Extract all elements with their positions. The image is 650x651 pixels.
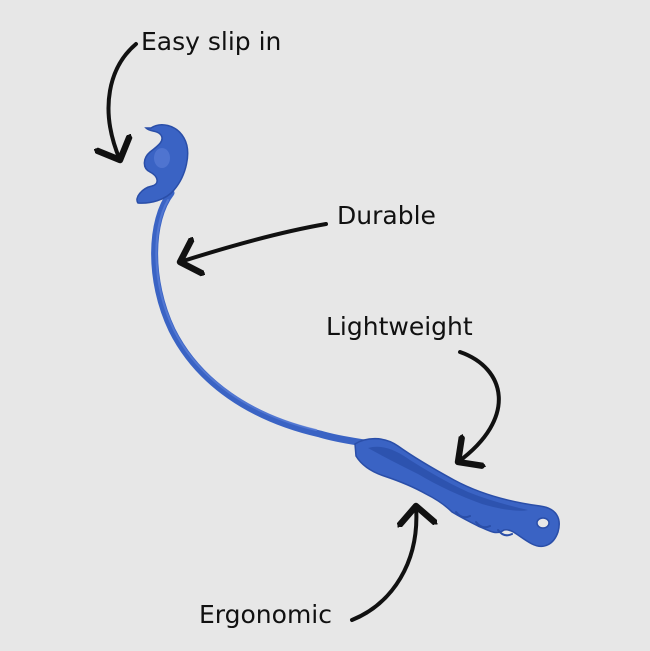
tool-finger-grooves (455, 511, 513, 537)
arrow-durable (180, 222, 328, 262)
callout-lightweight: Lightweight (326, 312, 473, 341)
tool-hanging-hole (536, 517, 550, 529)
tool-shaft-highlight (155, 199, 317, 431)
tool-shaft (151, 189, 374, 448)
blue-tool (136, 124, 560, 548)
arrow-lightweight (458, 350, 501, 462)
tool-handle-channel (368, 446, 528, 511)
callout-ergonomic: Ergonomic (199, 600, 332, 629)
callout-arrows (109, 42, 501, 622)
callout-durable: Durable (337, 201, 436, 230)
tool-hook-highlight (154, 148, 170, 168)
arrow-easy-slip-in (109, 42, 138, 160)
callout-easy-slip-in: Easy slip in (141, 27, 282, 56)
arrow-ergonomic (350, 506, 416, 622)
